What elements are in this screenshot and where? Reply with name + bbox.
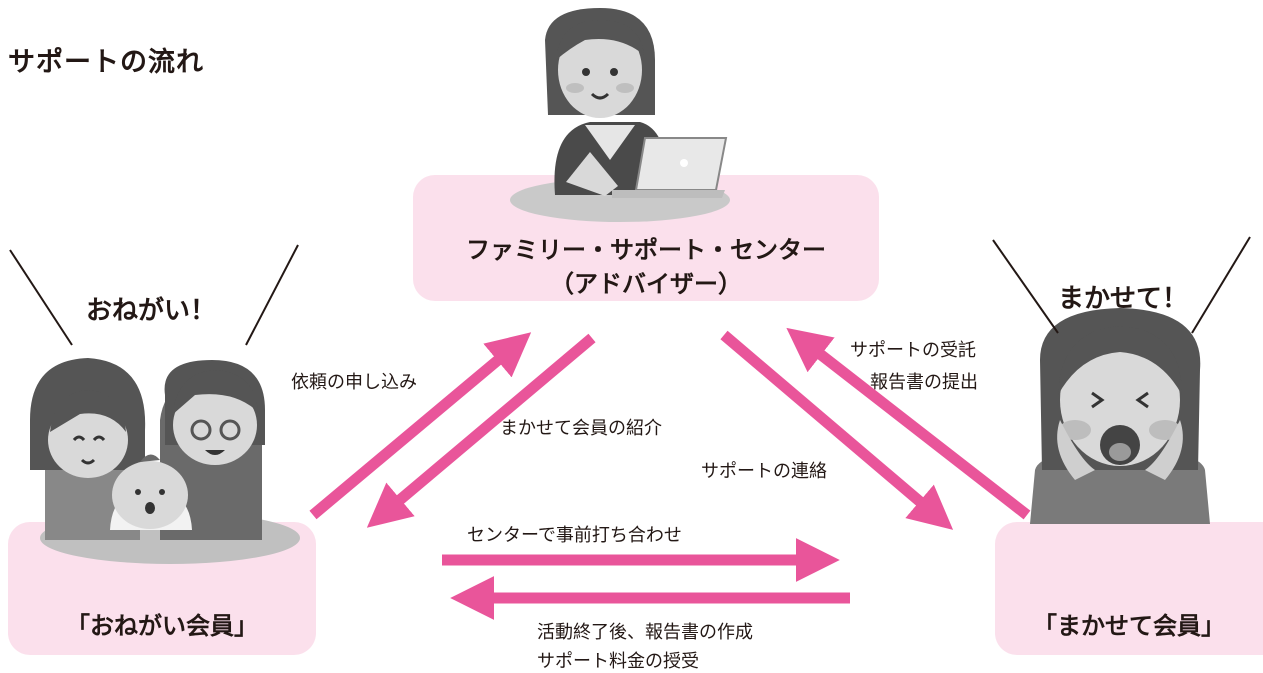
label-after-activity: 活動終了後、報告書の作成 bbox=[537, 622, 753, 643]
label-meeting: センターで事前打ち合わせ bbox=[467, 525, 682, 546]
label-introduce: まかせて会員の紹介 bbox=[500, 418, 662, 439]
shout-lines bbox=[9, 236, 1251, 346]
label-contact: サポートの連絡 bbox=[701, 461, 827, 482]
label-report-submit: 報告書の提出 bbox=[870, 372, 978, 393]
label-fee: サポート料金の授受 bbox=[537, 651, 699, 672]
flow-arrows bbox=[309, 327, 1031, 620]
advisor-laptop-illustration bbox=[510, 8, 730, 222]
page-title: サポートの流れ bbox=[8, 47, 204, 78]
arrow-introduce bbox=[366, 333, 596, 528]
center-role: （アドバイザー） bbox=[550, 270, 742, 298]
label-request: 依頼の申し込み bbox=[291, 372, 417, 393]
onegai-shout: おねがい！ bbox=[86, 296, 217, 326]
shouting-woman-illustration bbox=[1030, 308, 1210, 524]
arrow-request bbox=[309, 332, 532, 520]
arrow-accept bbox=[786, 327, 1031, 520]
label-accept: サポートの受託 bbox=[850, 340, 976, 361]
onegai-member-label: 「おねがい会員」 bbox=[66, 612, 258, 640]
makasete-shout: まかせて！ bbox=[1058, 284, 1189, 314]
makasete-member-label: 「まかせて会員」 bbox=[1033, 612, 1225, 640]
center-name: ファミリー・サポート・センター bbox=[466, 236, 826, 264]
makasete-member-box bbox=[995, 522, 1263, 655]
arrow-contact bbox=[720, 330, 954, 530]
family-illustration bbox=[30, 358, 300, 564]
